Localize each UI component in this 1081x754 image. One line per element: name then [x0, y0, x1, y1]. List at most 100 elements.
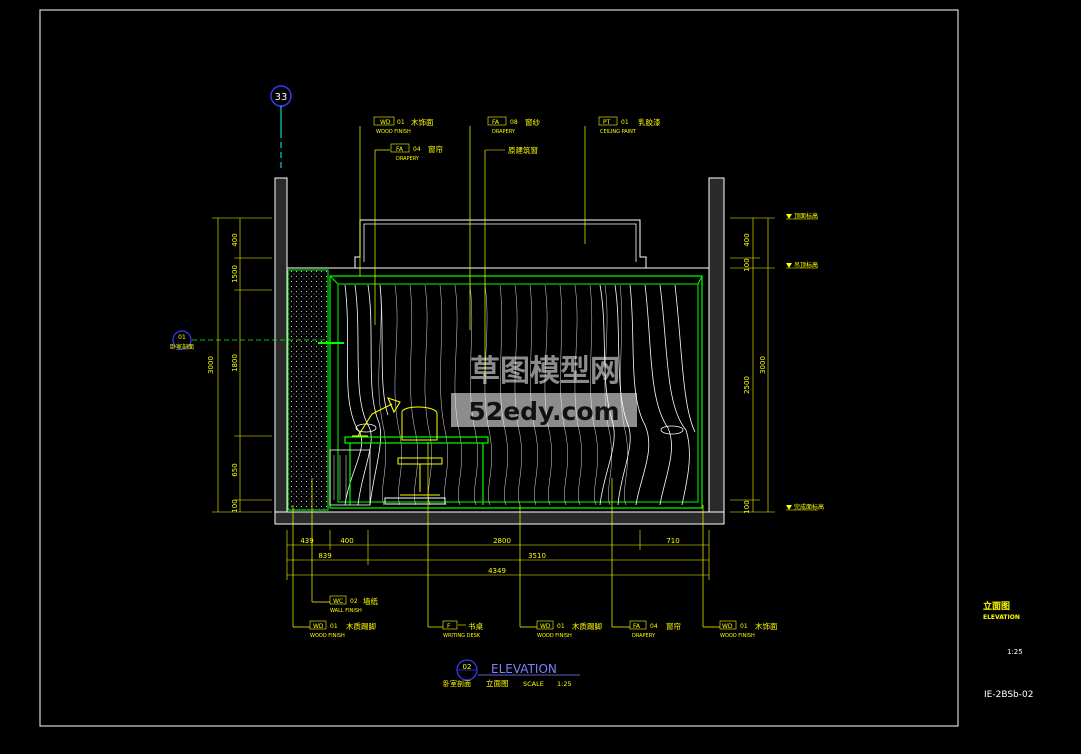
- svg-text:WOOD FINISH: WOOD FINISH: [537, 633, 572, 639]
- svg-text:墙纸: 墙纸: [363, 596, 378, 606]
- svg-text:01: 01: [397, 119, 405, 126]
- svg-text:木质踢脚: 木质踢脚: [346, 621, 376, 631]
- svg-text:01: 01: [740, 623, 748, 630]
- svg-text:窗帘: 窗帘: [666, 621, 681, 631]
- svg-text:DRAPERY: DRAPERY: [632, 633, 656, 639]
- walls: [274, 177, 725, 525]
- svg-text:100: 100: [231, 499, 239, 512]
- svg-text:WD: WD: [380, 119, 391, 126]
- svg-text:WC: WC: [333, 598, 343, 605]
- svg-text:400: 400: [231, 233, 239, 246]
- dims-right: [730, 217, 775, 513]
- drawing-title: 02 卧室剖面 ELEVATION 立面图 SCALE 1:25: [443, 659, 580, 688]
- svg-text:08: 08: [510, 119, 518, 126]
- scale-label: SCALE: [523, 680, 544, 688]
- callouts-bottom-leaders: [292, 442, 720, 628]
- svg-text:顶面标高: 顶面标高: [794, 212, 818, 220]
- scale-value: 1:25: [557, 680, 572, 688]
- svg-text:2500: 2500: [743, 376, 751, 394]
- svg-text:DRAPERY: DRAPERY: [492, 129, 516, 135]
- desk-lamp: [352, 397, 401, 437]
- callout-bottom-2: WD 01 木质踢脚 WOOD FINISH: [309, 620, 376, 639]
- svg-text:01: 01: [621, 119, 629, 126]
- svg-text:650: 650: [231, 463, 239, 476]
- dim-left-total: 3000: [207, 356, 215, 374]
- svg-text:WALL FINISH: WALL FINISH: [330, 608, 362, 614]
- callout-top-4: 原建筑窗: [485, 145, 538, 155]
- svg-text:FA: FA: [492, 119, 500, 126]
- svg-text:木质踢脚: 木质踢脚: [572, 621, 602, 631]
- sheet-title-cn: 立面图: [983, 600, 1010, 612]
- svg-text:F: F: [447, 623, 451, 630]
- callout-top-2: FA 04 窗帘 DRAPERY: [390, 143, 443, 162]
- svg-text:04: 04: [650, 623, 658, 630]
- callout-bottom-4: WD 01 木质踢脚 WOOD FINISH: [536, 620, 602, 639]
- callout-top-3: FA 08 窗纱 DRAPERY: [487, 116, 540, 135]
- svg-text:乳胶漆: 乳胶漆: [638, 117, 661, 127]
- svg-text:原建筑窗: 原建筑窗: [508, 145, 538, 155]
- svg-text:839: 839: [318, 552, 331, 560]
- level-marker-3: 完成面标高: [786, 503, 824, 511]
- svg-text:01: 01: [557, 623, 565, 630]
- svg-text:PT: PT: [603, 119, 611, 126]
- svg-text:400: 400: [340, 537, 353, 545]
- svg-text:439: 439: [300, 537, 313, 545]
- level-marker-2: 吊顶标高: [786, 261, 818, 269]
- sheet-border: [39, 9, 959, 727]
- level-marker-1: 顶面标高: [786, 212, 818, 220]
- svg-text:WOOD FINISH: WOOD FINISH: [376, 129, 411, 135]
- svg-text:完成面标高: 完成面标高: [794, 503, 824, 511]
- callout-bottom-6: WD 01 木饰面 WOOD FINISH: [719, 620, 778, 639]
- callout-bottom-5: FA 04 窗帘 DRAPERY: [629, 620, 681, 639]
- svg-text:3510: 3510: [528, 552, 546, 560]
- svg-text:窗纱: 窗纱: [525, 117, 540, 127]
- svg-text:FA: FA: [396, 146, 404, 153]
- callouts-top: [359, 126, 586, 378]
- dims-bottom: [286, 530, 710, 580]
- title-sub-label: 卧室剖面: [443, 679, 471, 688]
- svg-text:01: 01: [330, 623, 338, 630]
- ceiling-soffit: [354, 219, 647, 268]
- svg-text:FA: FA: [633, 623, 641, 630]
- callout-top-1: WD 01 木饰面 WOOD FINISH: [373, 116, 434, 135]
- left-curtain: [344, 284, 389, 506]
- svg-text:WRITING DESK: WRITING DESK: [443, 633, 481, 639]
- svg-text:WD: WD: [722, 623, 733, 630]
- svg-text:WOOD FINISH: WOOD FINISH: [310, 633, 345, 639]
- callout-top-5: PT 01 乳胶漆 CEILING PAINT: [598, 116, 661, 135]
- svg-text:100: 100: [743, 258, 751, 271]
- svg-text:WD: WD: [540, 623, 551, 630]
- dims-left: [212, 217, 272, 513]
- section-marker-label: 卧室剖面: [170, 343, 194, 351]
- svg-text:02: 02: [350, 598, 358, 605]
- svg-text:窗帘: 窗帘: [428, 144, 443, 154]
- wallpaper-panel: [287, 269, 329, 511]
- title-cn: 立面图: [486, 678, 509, 688]
- dim-right-total: 3000: [759, 356, 767, 374]
- callout-bottom-1: WC 02 墙纸 WALL FINISH: [329, 595, 378, 614]
- window-frame: [329, 275, 703, 509]
- svg-text:2800: 2800: [493, 537, 511, 545]
- svg-text:DRAPERY: DRAPERY: [396, 156, 420, 162]
- svg-text:书桌: 书桌: [468, 621, 483, 631]
- svg-text:1800: 1800: [231, 354, 239, 372]
- sheet-title-en: ELEVATION: [983, 614, 1020, 621]
- title-en: ELEVATION: [491, 662, 557, 676]
- svg-text:1500: 1500: [231, 265, 239, 283]
- svg-text:CEILING PAINT: CEILING PAINT: [600, 129, 637, 135]
- chair: [384, 406, 446, 505]
- callout-bottom-3: F 书桌 WRITING DESK: [442, 620, 483, 639]
- svg-text:710: 710: [666, 537, 679, 545]
- watermark-cn: 草图模型网: [470, 354, 620, 389]
- watermark-url: 52edy.com: [468, 397, 619, 426]
- section-marker-id: 01: [178, 334, 186, 341]
- section-marker: 01 卧室剖面: [170, 330, 344, 351]
- watermark: 草图模型网 52edy.com: [451, 354, 637, 427]
- svg-text:100: 100: [743, 500, 751, 513]
- svg-text:木饰面: 木饰面: [755, 621, 778, 631]
- svg-text:木饰面: 木饰面: [411, 117, 434, 127]
- svg-text:4349: 4349: [488, 567, 506, 575]
- sheet-number: IE-2BSb-02: [984, 690, 1033, 700]
- writing-desk: [329, 436, 489, 506]
